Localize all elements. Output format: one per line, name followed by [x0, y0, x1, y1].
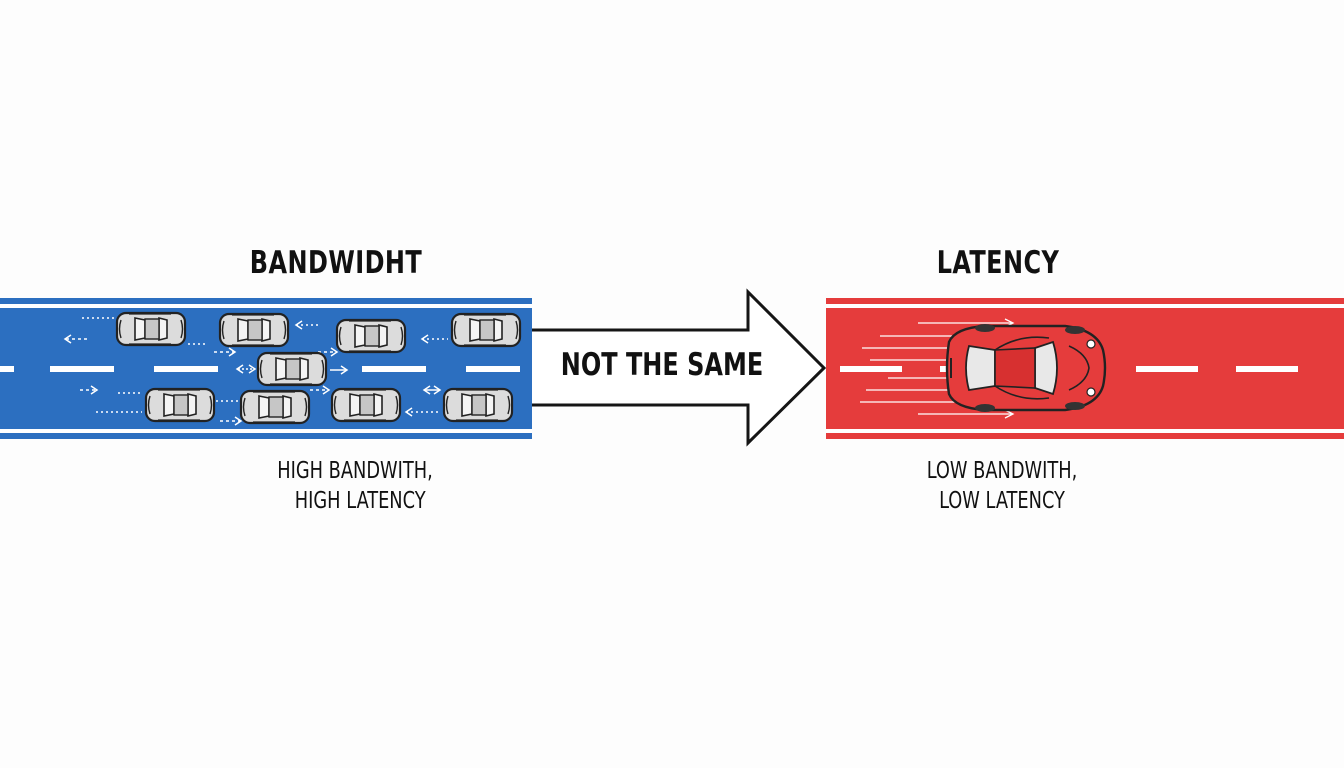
latency-caption: LOW BANDWITH, LOW LATENCY [873, 456, 1131, 516]
car-icon [335, 318, 407, 354]
arrow-label: NOT THE SAME [560, 347, 764, 383]
bandwidth-caption-line-2: HIGH LATENCY [294, 488, 426, 514]
car-icon [218, 312, 290, 348]
not-the-same-arrow [532, 288, 827, 447]
latency-title: LATENCY [936, 245, 1060, 281]
car-icon [450, 312, 522, 348]
latency-caption-line-2: LOW LATENCY [939, 488, 1065, 514]
car-icon [442, 387, 514, 423]
bandwidth-caption-line-1: HIGH BANDWITH, [277, 458, 433, 484]
sports-car-icon [945, 324, 1107, 412]
latency-caption-line-1: LOW BANDWITH, [926, 458, 1078, 484]
car-icon [256, 351, 328, 387]
traffic-motion-lines [63, 317, 448, 426]
car-icon [330, 387, 402, 423]
car-icon [144, 387, 216, 423]
car-icon [239, 389, 311, 425]
bandwidth-title: BANDWIDHT [249, 245, 423, 281]
bandwidth-caption: HIGH BANDWITH, HIGH LATENCY [226, 456, 484, 516]
car-icon [115, 311, 187, 347]
